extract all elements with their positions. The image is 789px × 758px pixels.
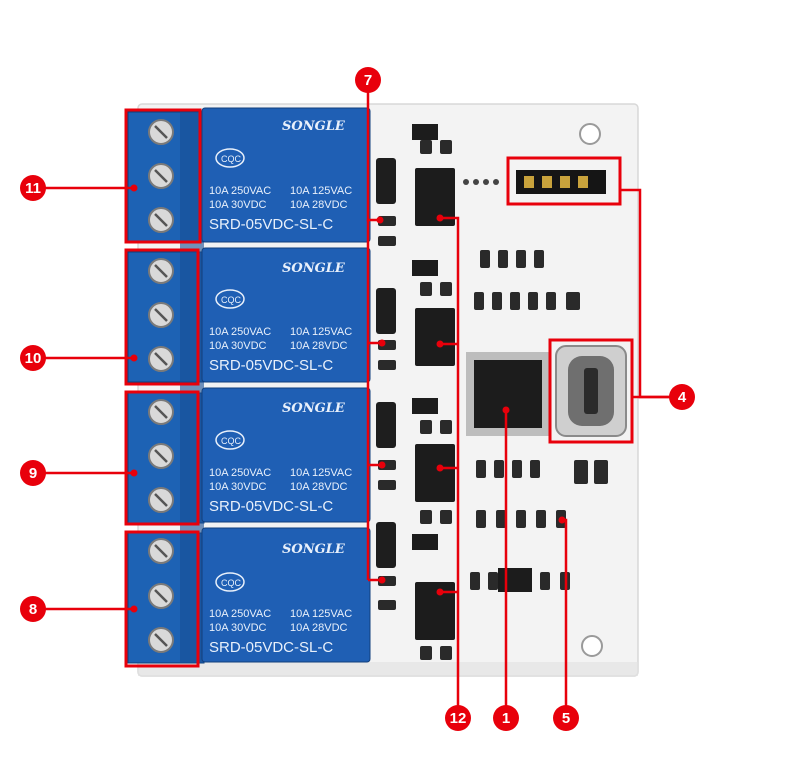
relay-cert: CQC [221,436,242,446]
led-dots [463,179,499,185]
relay-rating: 10A 125VAC [290,326,352,338]
relay-part-number: SRD-05VDC-SL-C [209,216,333,233]
relay-brand: SONGLE [282,119,346,134]
relay-rating: 10A 30VDC [209,199,267,211]
mcu-chip [466,352,550,436]
relay-part-number: SRD-05VDC-SL-C [209,357,333,374]
highlight-box-usb-c [548,338,634,444]
callout-12: 12 [445,705,471,731]
relay-rating: 10A 250VAC [209,608,271,620]
callout-7: 7 [355,67,381,93]
callout-8: 8 [20,596,46,622]
relay-3: SONGLE CQC 10A 250VAC 10A 125VAC 10A 30V… [201,387,371,523]
relay-brand: SONGLE [282,261,346,276]
relay-rating: 10A 125VAC [290,185,352,197]
pin-header [516,170,606,194]
callout-label: 12 [450,710,467,727]
relay-rating: 10A 30VDC [209,622,267,634]
relay-2: SONGLE CQC 10A 250VAC 10A 125VAC 10A 30V… [201,247,371,383]
highlight-box-terminal-8 [124,530,200,668]
relay-rating: 10A 250VAC [209,467,271,479]
relay-rating: 10A 125VAC [290,608,352,620]
callout-4: 4 [669,384,695,410]
callout-1: 1 [493,705,519,731]
transistors [412,124,532,592]
mounting-hole-icon [581,635,603,657]
flyback-diodes [376,158,396,568]
callout-label: 9 [29,465,37,482]
relay-rating: 10A 30VDC [209,340,267,352]
relay-part-number: SRD-05VDC-SL-C [209,498,333,515]
relay-1: SONGLE CQC 10A 250VAC 10A 125VAC 10A 30V… [201,107,371,243]
relay-rating: 10A 30VDC [209,481,267,493]
callout-label: 7 [364,72,372,89]
relay-rating: 10A 28VDC [290,481,348,493]
relay-4: SONGLE CQC 10A 250VAC 10A 125VAC 10A 30V… [201,527,371,663]
relay-cert: CQC [221,154,242,164]
callout-11: 11 [20,175,46,201]
relay-rating: 10A 125VAC [290,467,352,479]
callout-9: 9 [20,460,46,486]
callout-label: 5 [562,710,570,727]
relay-brand: SONGLE [282,542,346,557]
mounting-hole-icon [579,123,601,145]
relay-rating: 10A 28VDC [290,199,348,211]
highlight-box-terminal-11 [124,108,202,244]
highlight-box-pin-header [506,156,622,206]
callout-10: 10 [20,345,46,371]
relay-rating: 10A 250VAC [209,185,271,197]
relay-rating: 10A 28VDC [290,340,348,352]
optocouplers [415,168,455,640]
callout-label: 11 [25,180,41,197]
callout-label: 10 [25,350,42,367]
highlight-box-terminal-9 [124,390,200,526]
callout-label: 8 [29,601,37,618]
callout-label: 1 [502,710,510,727]
highlight-box-terminal-10 [124,248,200,386]
relay-cert: CQC [221,295,242,305]
relay-rating: 10A 28VDC [290,622,348,634]
callout-5: 5 [553,705,579,731]
relay-cert: CQC [221,578,242,588]
usb-c-connector [555,345,627,437]
relay-part-number: SRD-05VDC-SL-C [209,639,333,656]
callout-label: 4 [678,389,687,406]
relay-brand: SONGLE [282,401,346,416]
relay-rating: 10A 250VAC [209,326,271,338]
